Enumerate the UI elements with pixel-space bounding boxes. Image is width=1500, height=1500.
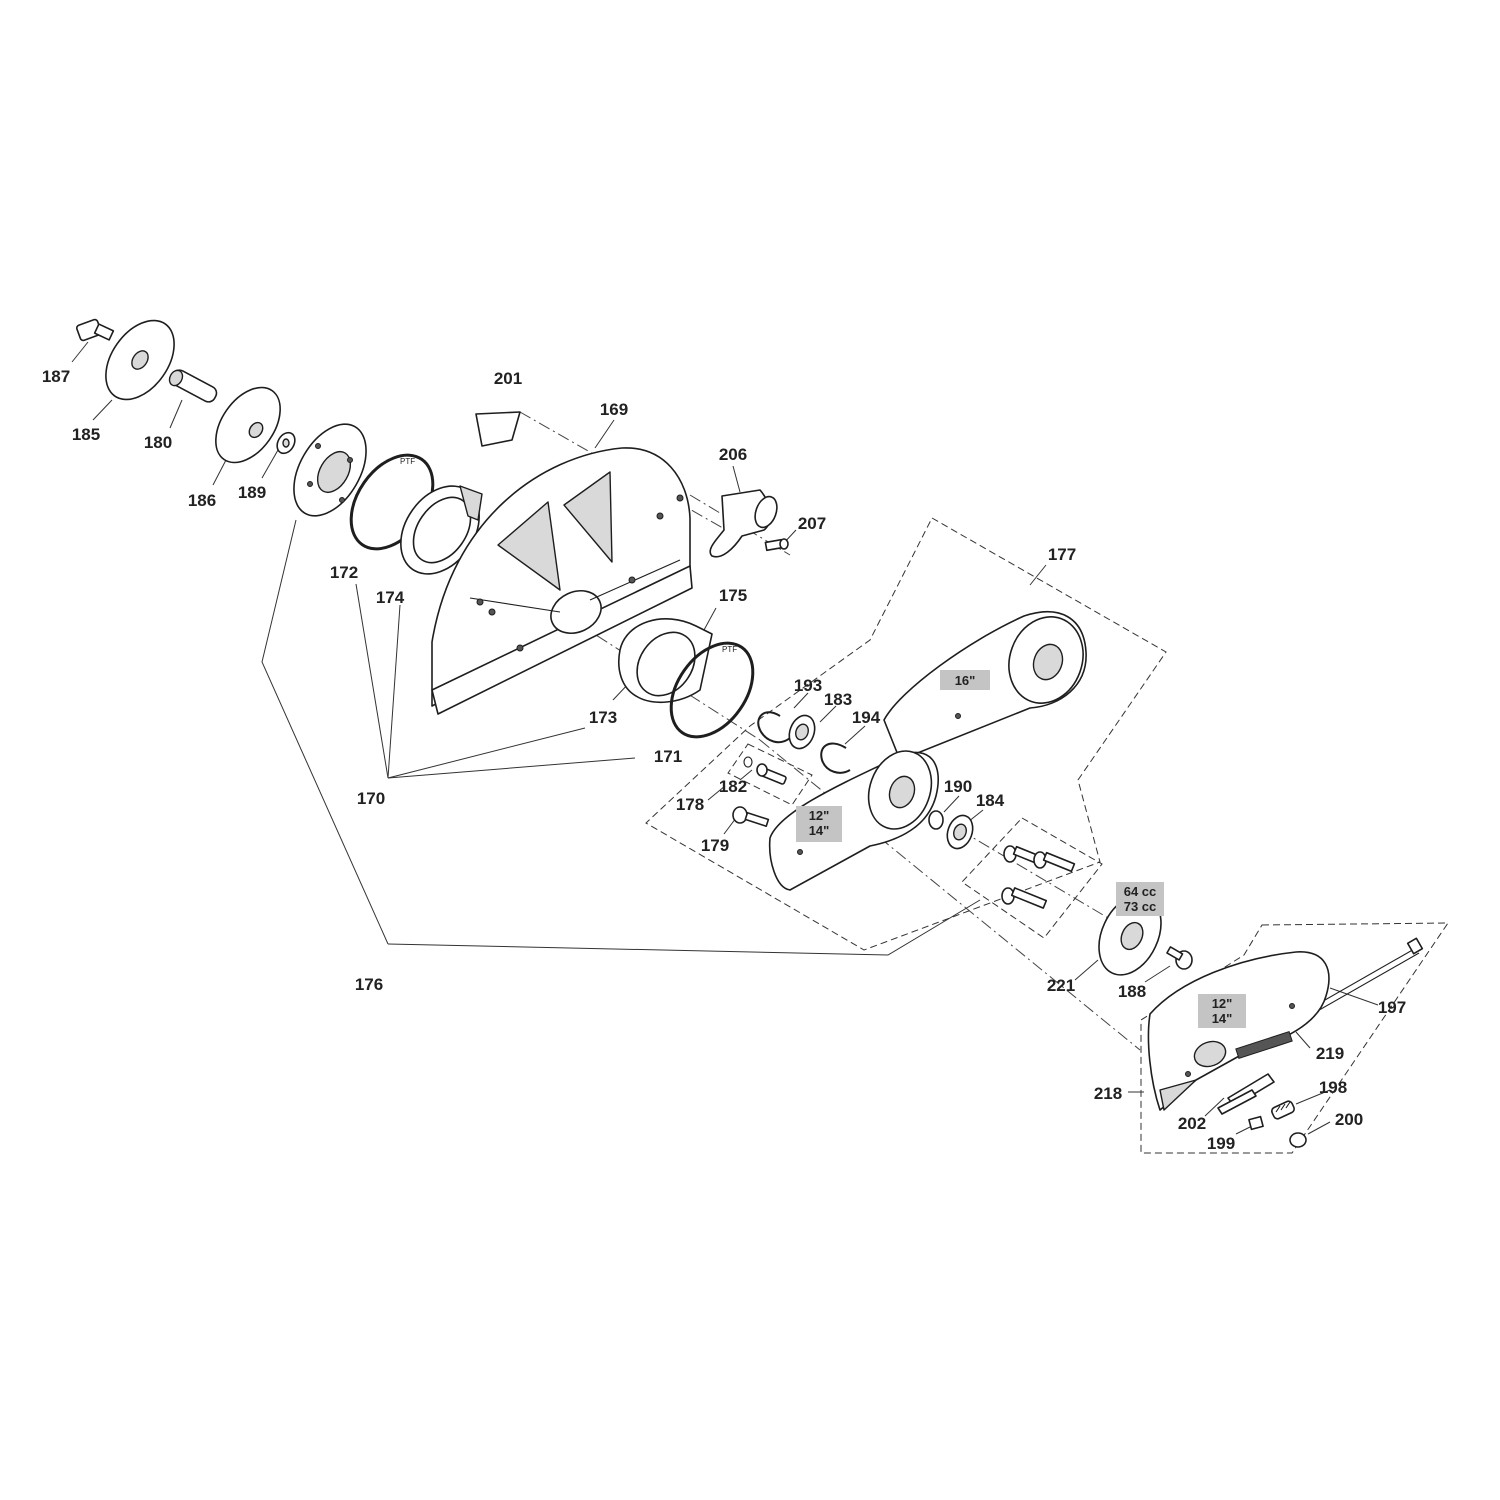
- label-170: 170: [357, 789, 385, 808]
- group-218-outline: [1140, 922, 1449, 1154]
- tag-cover-12-14: 12" 14": [1198, 994, 1246, 1028]
- label-218: 218: [1094, 1084, 1122, 1103]
- group-178-outline: [727, 743, 813, 806]
- label-169: 169: [600, 400, 628, 419]
- label-173: 173: [589, 708, 617, 727]
- circlip-193: [757, 711, 791, 744]
- blade-guard-169: [431, 447, 693, 715]
- tag-arm-16: 16": [940, 670, 990, 690]
- tension-springs: [1001, 845, 1076, 909]
- label-197: 197: [1378, 998, 1406, 1017]
- tag-cover-14-text: 14": [1212, 1011, 1233, 1026]
- tag-arm-16-text: 16": [955, 673, 976, 688]
- ring-173: [618, 618, 713, 704]
- tag-arm-14-text: 14": [809, 823, 830, 838]
- tag-arm-12-text: 12": [809, 808, 830, 823]
- label-194: 194: [852, 708, 881, 727]
- tag-arm-12-14: 12" 14": [796, 806, 842, 842]
- label-202: 202: [1178, 1114, 1206, 1133]
- label-207: 207: [798, 514, 826, 533]
- label-206: 206: [719, 445, 747, 464]
- label-188: 188: [1118, 982, 1146, 1001]
- plug-201: [475, 411, 521, 447]
- label-180: 180: [144, 433, 172, 452]
- screw-207: [764, 538, 789, 552]
- tag-cover-12-text: 12": [1212, 996, 1233, 1011]
- label-182: 182: [719, 777, 747, 796]
- belt-cover-219: [1147, 951, 1330, 1111]
- bearing-plate-170: [293, 423, 367, 517]
- spring-198: [1271, 1100, 1295, 1120]
- label-172: 172: [330, 563, 358, 582]
- ring-171-marking: PTF: [722, 645, 737, 654]
- group-outlines: [645, 517, 1449, 1154]
- bolt-188: [1166, 946, 1193, 970]
- label-174: 174: [376, 588, 405, 607]
- label-193: 193: [794, 676, 822, 695]
- nut-199: [1248, 1115, 1264, 1131]
- slider-202: [1217, 1073, 1275, 1115]
- label-189: 189: [238, 483, 266, 502]
- label-187: 187: [42, 367, 70, 386]
- label-175: 175: [719, 586, 747, 605]
- nut-189: [276, 431, 296, 455]
- shaft-180: [168, 369, 218, 403]
- label-201: 201: [494, 369, 522, 388]
- label-186: 186: [188, 491, 216, 510]
- label-200: 200: [1335, 1110, 1363, 1129]
- ring-174: [400, 485, 483, 575]
- nut-200: [1289, 1132, 1307, 1148]
- label-176: 176: [355, 975, 383, 994]
- label-185: 185: [72, 425, 100, 444]
- label-190: 190: [944, 777, 972, 796]
- leader-lines: [71, 341, 1379, 1135]
- label-221: 221: [1047, 976, 1075, 995]
- cutter-arm-12-14: [768, 750, 940, 891]
- bearing-184: [946, 814, 974, 850]
- bolt-179: [732, 806, 770, 828]
- group-springs-outline: [961, 817, 1103, 939]
- label-177: 177: [1048, 545, 1076, 564]
- label-183: 183: [824, 690, 852, 709]
- label-179: 179: [701, 836, 729, 855]
- label-199: 199: [1207, 1134, 1235, 1153]
- spacer-190: [928, 810, 944, 830]
- ring-172-marking: PTF: [400, 457, 415, 466]
- label-171: 171: [654, 747, 682, 766]
- label-178: 178: [676, 795, 704, 814]
- lever-206: [709, 489, 778, 558]
- circlip-194: [820, 742, 851, 774]
- tag-engine-73-text: 73 cc: [1124, 899, 1157, 914]
- group-177-outline: [645, 517, 1167, 951]
- tag-engine: 64 cc 73 cc: [1116, 882, 1164, 916]
- bearing-183: [788, 714, 816, 750]
- flange-186: [215, 386, 281, 464]
- label-198: 198: [1319, 1078, 1347, 1097]
- tag-engine-64-text: 64 cc: [1124, 884, 1157, 899]
- stud-182: [743, 756, 787, 785]
- flange-185: [105, 319, 175, 401]
- part-number-labels: 187 185 180 186 189 172 174 201 169 206 …: [42, 367, 1406, 1153]
- label-184: 184: [976, 791, 1005, 810]
- bolt-187: [75, 318, 115, 342]
- label-219: 219: [1316, 1044, 1344, 1063]
- ring-171: PTF: [669, 641, 755, 739]
